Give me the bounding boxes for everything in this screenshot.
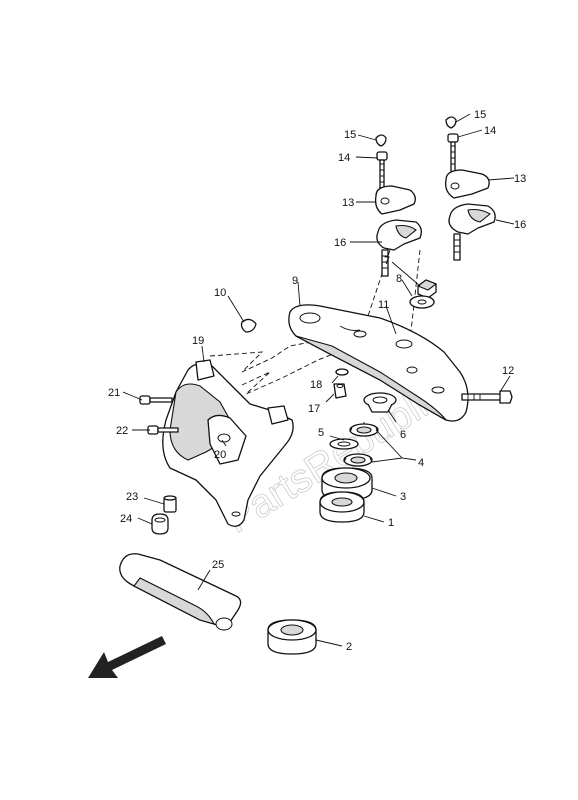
part-8-washer[interactable] [409,295,435,309]
part-4-ring-nut-lower[interactable] [343,453,373,467]
routing-line-lower [241,351,339,395]
part-16-lower-clamp-right[interactable] [448,203,496,261]
part-13-clamp-left[interactable] [374,185,416,215]
callout-10: 10 [214,287,226,299]
callout-22: 22 [116,425,128,437]
callout-13-right: 13 [514,173,526,185]
leader-lines [122,113,515,647]
part-5-washer[interactable] [329,438,359,450]
part-1-bearing[interactable] [319,491,365,523]
callout-1: 1 [388,517,394,529]
part-21-bolt[interactable] [139,395,173,405]
callout-20: 20 [214,449,226,461]
callout-24: 24 [120,513,132,525]
callout-11: 11 [378,299,389,311]
callout-13-left: 13 [342,197,354,209]
part-13-clamp-right[interactable] [445,169,490,199]
part-15-cap-left[interactable] [375,134,387,147]
callout-8: 8 [396,273,402,285]
part-9-upper-bracket[interactable] [288,304,469,422]
part-23-pin[interactable] [163,495,177,513]
part-19-under-bracket[interactable] [162,359,294,527]
part-2-bearing[interactable] [267,619,317,655]
callout-15-right: 15 [474,109,486,121]
callout-14-left: 14 [338,152,350,164]
part-24-grommet[interactable] [151,513,169,535]
callout-19: 19 [192,335,204,347]
part-7-nut[interactable] [416,279,438,299]
callout-5: 5 [318,427,324,439]
part-4-ring-nut-upper[interactable] [349,422,379,437]
part-6-bearing-cover[interactable] [363,392,397,413]
callout-16-left: 16 [334,237,346,249]
callout-17: 17 [308,403,320,415]
callout-12: 12 [502,365,514,377]
callout-4: 4 [418,457,424,469]
callout-2: 2 [346,641,352,653]
callout-3: 3 [400,491,406,503]
callout-6: 6 [400,429,406,441]
part-25-stem-cover[interactable] [119,553,242,631]
part-14-bolt-right[interactable] [447,133,459,173]
stem-axis-line [359,249,421,341]
front-direction-arrow-icon [88,636,166,678]
callout-25: 25 [212,559,224,571]
part-12-pinch-bolt[interactable] [461,390,513,404]
callout-16-right: 16 [514,219,526,231]
callout-9: 9 [292,275,298,287]
callout-labels: 1 2 3 4 5 6 7 8 9 10 11 12 13 13 14 14 1… [108,109,526,653]
callout-21: 21 [108,387,120,399]
part-15-cap-right[interactable] [445,116,457,129]
part-10-plug[interactable] [240,318,257,333]
callout-7: 7 [384,255,390,267]
callout-23: 23 [126,491,138,503]
callout-14-right: 14 [484,125,496,137]
routing-line-upper [209,339,323,373]
callout-15-left: 15 [344,129,356,141]
part-18-small-washer[interactable] [335,368,349,376]
part-14-bolt-left[interactable] [376,151,388,191]
callout-18: 18 [310,379,322,391]
part-17-bushing[interactable] [333,383,347,399]
